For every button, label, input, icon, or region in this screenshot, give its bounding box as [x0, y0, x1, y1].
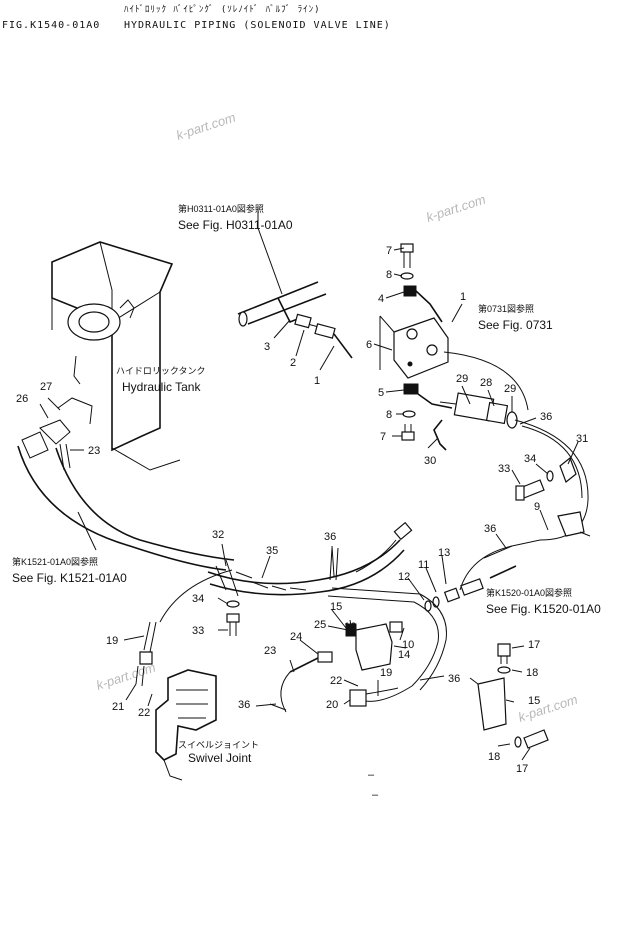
bracket-15	[469, 643, 549, 749]
callout-24: 24	[290, 631, 302, 643]
harness-36	[269, 539, 513, 711]
callout-19: 19	[380, 667, 392, 679]
upper-pipe-assembly	[237, 208, 353, 359]
callout-4: 4	[378, 293, 384, 305]
callout-29: 29	[504, 383, 516, 395]
swivel-label-en: Swivel Joint	[188, 751, 252, 765]
hydraulic-tank: ハイドロリックタンク Hydraulic Tank	[51, 241, 205, 471]
callout-8: 8	[386, 269, 392, 281]
swivel-joint: スイベルジョイント Swivel Joint	[155, 669, 259, 781]
bolt-33-left	[226, 600, 240, 636]
callout-1: 1	[314, 375, 320, 387]
filter-assembly	[433, 351, 529, 451]
callout-36: 36	[448, 673, 460, 685]
watermark: k-part.com	[516, 692, 579, 725]
ref-k1520-jp: 第K1520-01A0図参照	[486, 587, 572, 598]
callout-12: 12	[398, 571, 410, 583]
callout-5: 5	[378, 387, 384, 399]
callout-33: 33	[498, 463, 510, 475]
callout-36: 36	[484, 523, 496, 535]
callout-33: 33	[192, 625, 204, 637]
tank-label-en: Hydraulic Tank	[122, 380, 201, 394]
callout-36: 36	[540, 411, 552, 423]
callout-19: 19	[106, 635, 118, 647]
hose-9	[459, 419, 589, 591]
callout-1: 1	[460, 291, 466, 303]
callout-36: 36	[238, 699, 250, 711]
title-japanese: ﾊｲﾄﾞﾛﾘｯｸ ﾊﾞｲﾋﾟﾝｸﾞ (ｿﾚﾉｲﾄﾞ ﾊﾞﾙﾌﾞ ﾗｲﾝ)	[124, 5, 321, 15]
bolt-33-right	[515, 470, 554, 501]
callout-31: 31	[576, 433, 588, 445]
bracket-31	[557, 457, 591, 537]
footer-mark: –	[372, 789, 379, 801]
callout-23: 23	[264, 645, 276, 657]
solenoid-valve-lower	[280, 587, 447, 713]
callout-34: 34	[192, 593, 204, 605]
callout-14: 14	[398, 649, 410, 661]
callout-13: 13	[438, 547, 450, 559]
callout-18: 18	[488, 751, 500, 763]
callout-3: 3	[264, 341, 270, 353]
bolt-7-upper	[400, 243, 443, 323]
main-hoses	[17, 419, 235, 571]
callout-17: 17	[528, 639, 540, 651]
callout-10: 10	[402, 639, 414, 651]
figure-id: FIG.K1540-01A0	[2, 20, 101, 31]
callout-16: 16	[344, 621, 356, 633]
ref-h0311-jp: 第H0311-01A0図参照	[178, 203, 264, 214]
callout-22: 22	[138, 707, 150, 719]
callout-2: 2	[290, 357, 296, 369]
callout-27: 27	[40, 381, 52, 393]
callout-17: 17	[516, 763, 528, 775]
callout-15: 15	[330, 601, 342, 613]
watermark: k-part.com	[174, 110, 237, 143]
callout-20: 20	[326, 699, 338, 711]
title-english: HYDRAULIC PIPING (SOLENOID VALVE LINE)	[124, 20, 391, 31]
callout-26: 26	[16, 393, 28, 405]
callout-22: 22	[330, 675, 342, 687]
ref-h0311-en: See Fig. H0311-01A0	[178, 218, 293, 232]
callout-36: 36	[324, 531, 336, 543]
callout-9: 9	[534, 501, 540, 513]
tank-label-jp: ハイドロリックタンク	[116, 366, 205, 376]
callout-35: 35	[266, 545, 278, 557]
ref-k1521-en: See Fig. K1521-01A0	[12, 571, 127, 585]
swivel-label-jp: スイベルジョイント	[178, 740, 259, 750]
callout-15: 15	[528, 695, 540, 707]
callout-23: 23	[88, 445, 100, 457]
ref-k1521-jp: 第K1521-01A0図参照	[12, 556, 98, 567]
callout-29: 29	[456, 373, 468, 385]
callout-30: 30	[424, 455, 436, 467]
callout-34: 34	[524, 453, 536, 465]
callout-7: 7	[386, 245, 392, 257]
ref-0731-en: See Fig. 0731	[478, 318, 553, 332]
watermark: k-part.com	[424, 192, 487, 225]
callout-7: 7	[380, 431, 386, 443]
callout-25: 25	[314, 619, 326, 631]
ref-0731-jp: 第0731図参照	[478, 303, 534, 314]
leader-lines	[39, 247, 579, 761]
fitting-chain	[424, 565, 517, 612]
solenoid-valve-6	[379, 315, 449, 379]
ref-k1520-en: See Fig. K1520-01A0	[486, 602, 601, 616]
callout-28: 28	[480, 377, 492, 389]
callout-11: 11	[418, 559, 429, 571]
callout-numbers: 7 8 4 1 6 3 2 1 5 8 7 29 28 29 36 30 31 …	[16, 245, 588, 775]
bolt-7-lower	[401, 383, 453, 441]
callout-18: 18	[526, 667, 538, 679]
callout-32: 32	[212, 529, 224, 541]
hose-19	[135, 569, 233, 687]
callout-21: 21	[112, 701, 124, 713]
footer-mark: –	[368, 769, 375, 781]
callout-6: 6	[366, 339, 372, 351]
clamped-hose-35	[207, 521, 413, 597]
callout-8: 8	[386, 409, 392, 421]
